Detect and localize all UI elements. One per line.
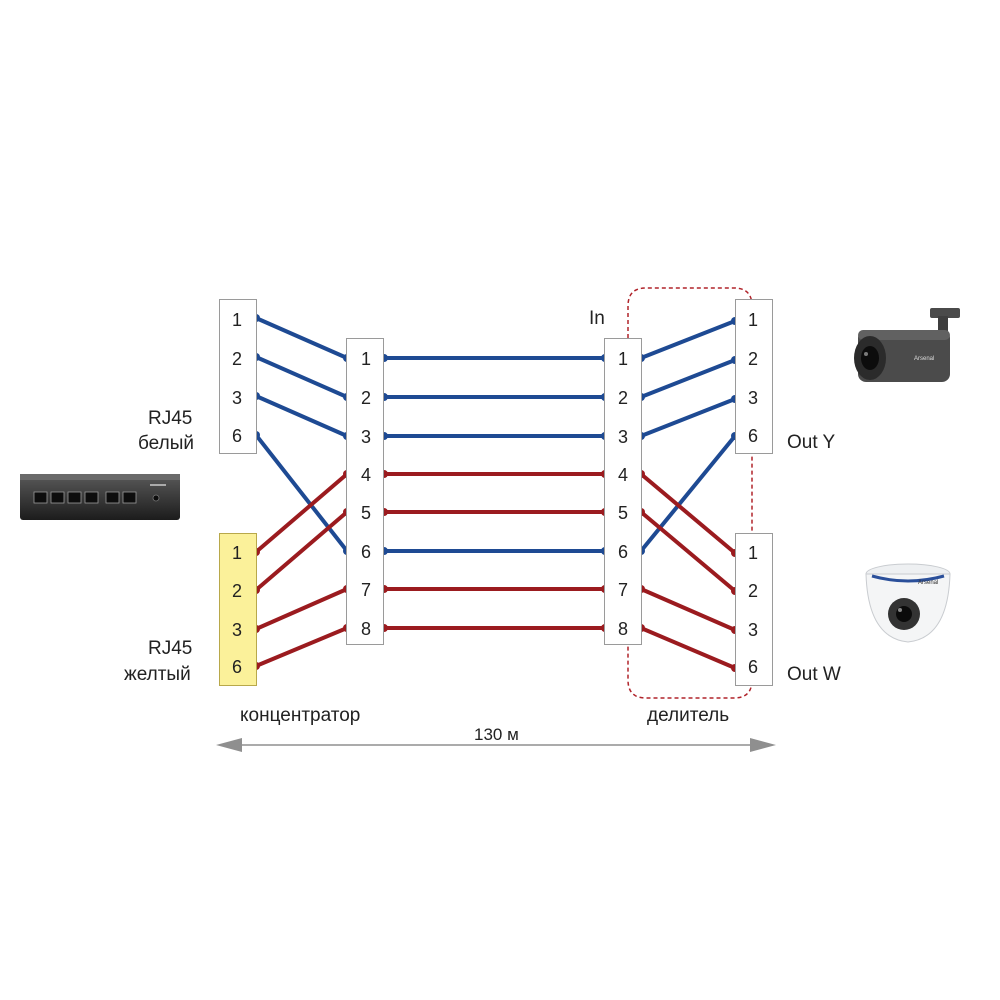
wire-splitter-to-out-w bbox=[639, 472, 737, 555]
splitter-pin-label: 6 bbox=[617, 542, 628, 562]
hub-terminal-block bbox=[346, 338, 384, 645]
splitter-pin-label: 4 bbox=[617, 465, 628, 485]
bullet-camera-icon: Arsenal bbox=[854, 308, 960, 382]
hub-pin-label: 7 bbox=[360, 580, 371, 600]
hub-label: концентратор bbox=[240, 705, 361, 726]
out-w-label: Out W bbox=[787, 664, 841, 685]
splitter-pin-label: 1 bbox=[617, 349, 628, 369]
out-y-pin-label: 2 bbox=[747, 349, 758, 369]
wire-splitter-to-out-y bbox=[639, 358, 737, 399]
splitter-pin-label: 3 bbox=[617, 427, 628, 447]
rj45-white-connector bbox=[219, 299, 257, 454]
wire-splitter-to-out-w bbox=[639, 626, 737, 670]
splitter-pin-label: 2 bbox=[617, 388, 628, 408]
out-y-pin-label: 3 bbox=[747, 388, 758, 408]
distance-arrow-right bbox=[750, 738, 776, 752]
wire-splitter-to-out-y bbox=[639, 319, 737, 360]
hub-pin-label: 4 bbox=[360, 465, 371, 485]
wire-splitter-to-out-w bbox=[639, 587, 737, 632]
distance-label: 130 м bbox=[474, 725, 519, 744]
wire-splitter-to-out-w bbox=[639, 510, 737, 593]
yellow-pin-label: 6 bbox=[231, 657, 242, 677]
wire-yellow-to-hub bbox=[254, 472, 349, 554]
hub-pin-label: 3 bbox=[360, 427, 371, 447]
hub-pin-label: 2 bbox=[360, 388, 371, 408]
yellow-pin-label: 2 bbox=[231, 581, 242, 601]
splitter-input-label: In bbox=[589, 308, 605, 329]
out-w-pin-label: 1 bbox=[747, 543, 758, 563]
hub-pin-label: 5 bbox=[360, 503, 371, 523]
white-pin-label: 6 bbox=[231, 426, 242, 446]
svg-text:Arsenal: Arsenal bbox=[918, 580, 938, 586]
splitter-outline bbox=[627, 287, 753, 699]
white-pin-label: 3 bbox=[231, 388, 242, 408]
splitter-pin-label: 8 bbox=[617, 619, 628, 639]
hub-pin-label: 8 bbox=[360, 619, 371, 639]
wire-white-to-hub bbox=[254, 355, 349, 399]
yellow-pin-label: 3 bbox=[231, 620, 242, 640]
rj45-white-title: RJ45 bbox=[148, 408, 193, 429]
hub-pin-label: 6 bbox=[360, 542, 371, 562]
white-pin-label: 2 bbox=[231, 349, 242, 369]
splitter-pin-label: 5 bbox=[617, 503, 628, 523]
out-y-pin-label: 6 bbox=[747, 426, 758, 446]
rj45-white-color: белый bbox=[138, 433, 194, 454]
wire-yellow-to-hub bbox=[254, 626, 349, 668]
yellow-pin-label: 1 bbox=[231, 543, 242, 563]
svg-text:Arsenal: Arsenal bbox=[914, 356, 934, 362]
dome-camera-icon: Arsenal bbox=[865, 563, 951, 643]
splitter-in-terminal-block bbox=[604, 338, 642, 645]
out-y-pin-label: 1 bbox=[747, 310, 758, 330]
out-y-label: Out Y bbox=[787, 432, 836, 453]
wire-yellow-to-hub bbox=[254, 587, 349, 631]
out-y-connector bbox=[735, 299, 773, 454]
hub-pin-label: 1 bbox=[360, 349, 371, 369]
distance-arrow-left bbox=[216, 738, 242, 752]
rj45-yellow-connector bbox=[219, 533, 257, 686]
out-w-pin-label: 6 bbox=[747, 657, 758, 677]
wire-white-to-hub bbox=[254, 316, 349, 360]
wire-splitter-to-out-y bbox=[639, 434, 737, 553]
out-w-connector bbox=[735, 533, 773, 686]
rj45-yellow-color: желтый bbox=[124, 664, 191, 685]
poe-switch-icon bbox=[20, 474, 180, 520]
rj45-yellow-title: RJ45 bbox=[148, 638, 193, 659]
splitter-pin-label: 7 bbox=[617, 580, 628, 600]
wire-white-to-hub bbox=[254, 394, 349, 438]
wire-white-to-hub bbox=[254, 433, 349, 553]
splitter-label: делитель bbox=[647, 705, 730, 726]
white-pin-label: 1 bbox=[231, 310, 242, 330]
out-w-pin-label: 2 bbox=[747, 581, 758, 601]
wire-yellow-to-hub bbox=[254, 510, 349, 592]
out-w-pin-label: 3 bbox=[747, 620, 758, 640]
wire-splitter-to-out-y bbox=[639, 397, 737, 438]
